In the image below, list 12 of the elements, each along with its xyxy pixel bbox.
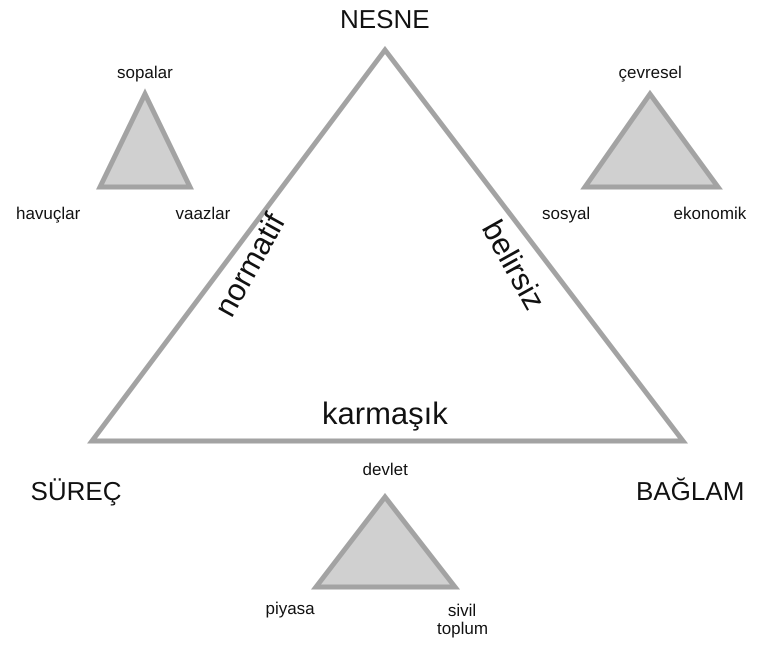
corner-label: devlet [362, 460, 408, 480]
vertex-label: BAĞLAM [636, 476, 744, 506]
corner-label: sopalar [117, 64, 173, 82]
corner-label: havuçlar [16, 204, 80, 224]
vertex-label: SÜREÇ [30, 476, 122, 506]
side-label: karmaşık [322, 397, 448, 432]
corner-label: çevresel [618, 64, 682, 82]
corner-label: sosyal [542, 204, 590, 224]
vertex-label: NESNE [340, 4, 430, 34]
corner-label: ekonomik [674, 204, 746, 224]
corner-label: piyasa [266, 600, 315, 618]
corner-label: sivil toplum [437, 602, 487, 639]
